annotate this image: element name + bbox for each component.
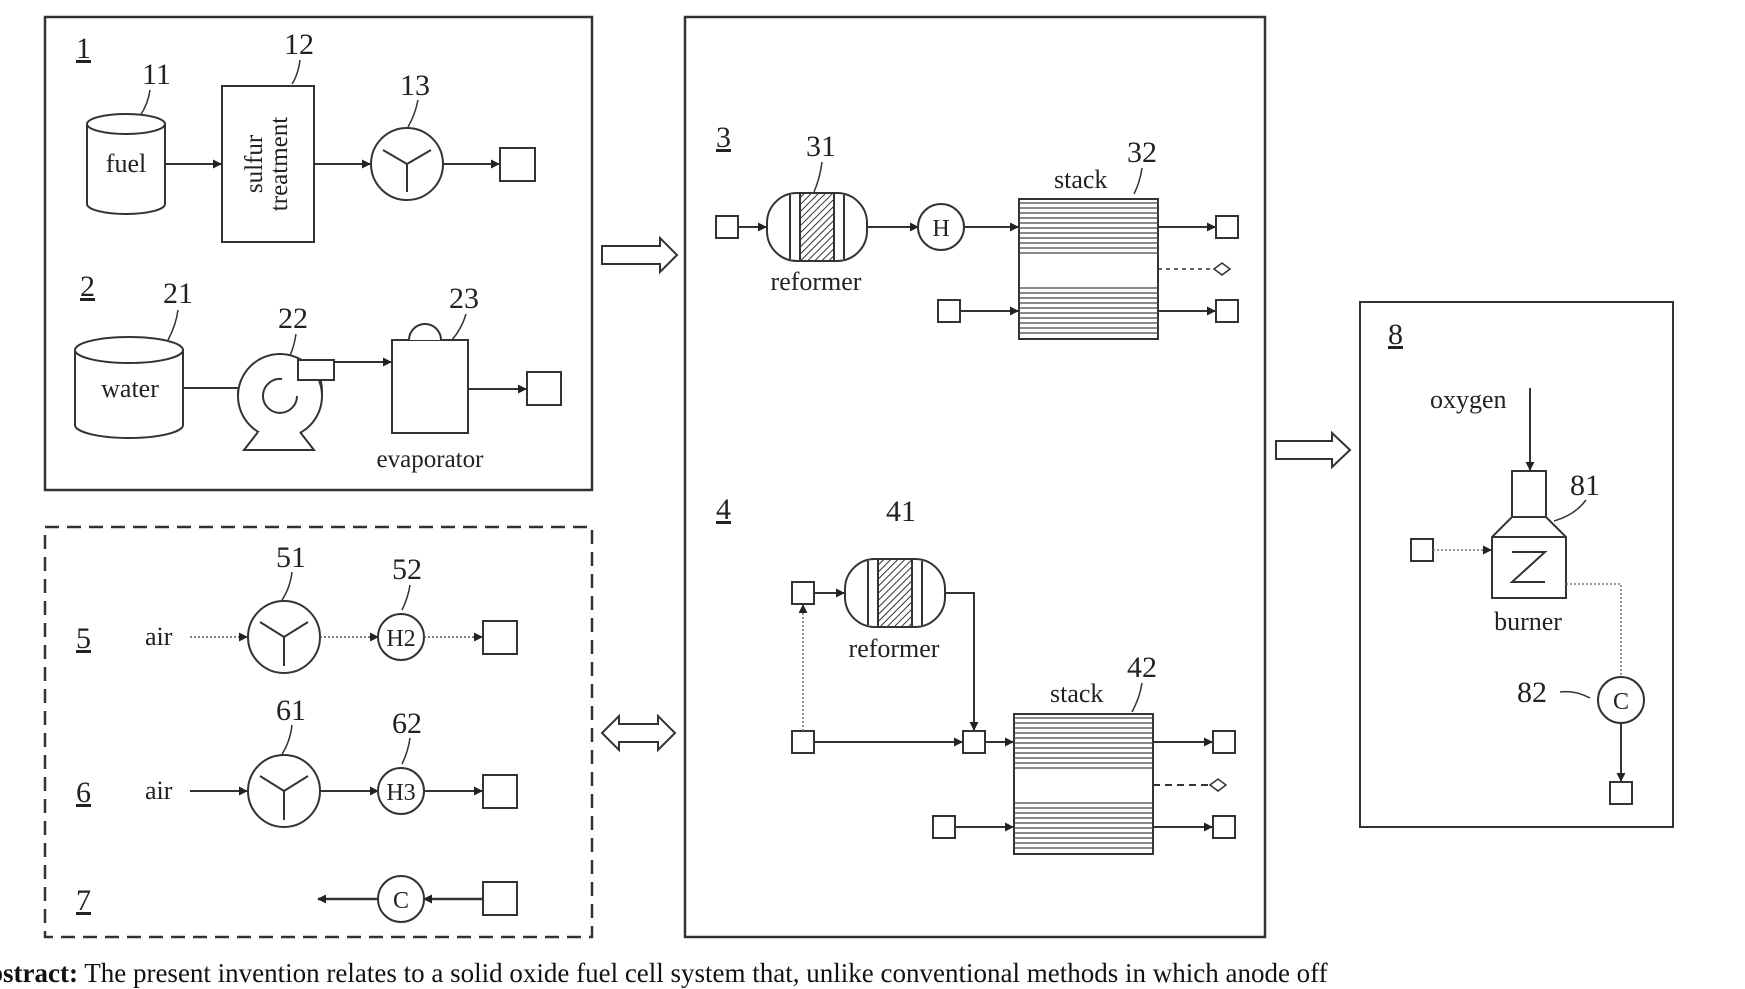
outlet-port-8 [1610, 782, 1632, 804]
ref-42: 42 [1127, 651, 1157, 684]
ref-52: 52 [392, 553, 422, 586]
outlet-port-3a [1216, 216, 1238, 238]
inlet-port-8 [1411, 539, 1433, 561]
panel-number-3: 3 [716, 121, 731, 154]
ref-51: 51 [276, 541, 306, 574]
ref-62: 62 [392, 707, 422, 740]
ref-13-leader [408, 100, 418, 127]
ref-82-leader [1560, 692, 1590, 698]
air-label-6: air [145, 776, 173, 805]
outlet-port-4a [1213, 731, 1235, 753]
ref-23-leader [452, 314, 466, 340]
panel-number-6: 6 [76, 776, 91, 809]
hollow-arrow-right-1 [602, 238, 677, 272]
stack-3-label: stack [1054, 165, 1107, 194]
air-label-5: air [145, 622, 173, 651]
inlet-port-4b [933, 816, 955, 838]
abstract-body: The present invention relates to a solid… [78, 958, 1328, 988]
outlet-port-6 [483, 775, 517, 808]
hollow-arrow-right-2 [1276, 433, 1350, 467]
heater-h-label: H [932, 216, 949, 242]
panel-number-4: 4 [716, 493, 731, 526]
water-pump-22 [238, 354, 334, 450]
stack-32 [1019, 199, 1158, 339]
ref-32: 32 [1127, 136, 1157, 169]
evaporator-label: evaporator [377, 446, 485, 473]
ref-82: 82 [1517, 676, 1547, 709]
panel-number-8: 8 [1388, 318, 1403, 351]
svg-text:treatment: treatment [266, 117, 293, 211]
panel-number-5: 5 [76, 622, 91, 655]
inlet-port-3 [716, 216, 738, 238]
ref-31: 31 [806, 130, 836, 163]
inlet-port-3b [938, 300, 960, 322]
panel-number-1: 1 [76, 32, 91, 65]
ref-12-leader [292, 60, 300, 84]
ref-61-leader [282, 725, 292, 754]
ref-32-leader [1134, 168, 1142, 194]
heater-h2-label: H2 [386, 626, 415, 652]
ref-81-leader [1554, 500, 1586, 521]
fuel-blower-13 [371, 128, 443, 200]
ref-12: 12 [284, 28, 314, 61]
diamond-3 [1214, 263, 1230, 275]
inlet-port-7 [483, 882, 517, 915]
stack-4-label: stack [1050, 679, 1103, 708]
reformer-3-label: reformer [771, 267, 862, 296]
line-8b [1566, 584, 1621, 677]
heater-h3-label: H3 [386, 780, 415, 806]
reformer-41 [845, 559, 945, 627]
evaporator-23 [392, 324, 468, 433]
abstract-text: bstract: The present invention relates t… [0, 958, 1745, 989]
ref-81: 81 [1570, 469, 1600, 502]
air-blower-61 [248, 755, 320, 827]
port-4-lower [792, 731, 814, 753]
line-4b [945, 593, 974, 730]
ref-61: 61 [276, 694, 306, 727]
ref-21: 21 [163, 277, 193, 310]
ref-41: 41 [886, 495, 916, 528]
port-4-upper [792, 582, 814, 604]
outlet-port-3b [1216, 300, 1238, 322]
ref-11-leader [140, 90, 150, 116]
fuel-label: fuel [106, 149, 146, 178]
cooler-c-82-label: C [1613, 689, 1629, 715]
hollow-arrow-double [602, 716, 675, 750]
ref-22: 22 [278, 302, 308, 335]
abstract-heading: bstract: [0, 958, 78, 988]
mixer-port-4 [963, 731, 985, 753]
burner-81 [1492, 471, 1566, 598]
ref-31-leader [814, 162, 822, 192]
svg-text:sulfur: sulfur [241, 134, 268, 193]
panel-number-2: 2 [80, 270, 95, 303]
reformer-31 [767, 193, 867, 261]
oxygen-label: oxygen [1430, 385, 1507, 414]
outlet-port-5 [483, 621, 517, 654]
ref-23: 23 [449, 282, 479, 315]
ref-21-leader [168, 310, 178, 340]
cooler-c-7-label: C [393, 888, 409, 914]
panel-3-4-border [685, 17, 1265, 937]
ref-42-leader [1132, 683, 1142, 712]
ref-62-leader [402, 738, 410, 764]
diamond-4 [1210, 779, 1226, 791]
water-label: water [101, 374, 159, 403]
ref-11: 11 [142, 58, 171, 91]
ref-52-leader [402, 585, 410, 610]
ref-51-leader [282, 572, 292, 600]
panel-number-7: 7 [76, 884, 91, 917]
outlet-port-fuel [500, 148, 535, 181]
ref-13: 13 [400, 69, 430, 102]
reformer-4-label: reformer [849, 634, 940, 663]
outlet-port-4b [1213, 816, 1235, 838]
stack-42 [1014, 714, 1153, 854]
panel-5-6-7-border [45, 527, 592, 937]
air-blower-51 [248, 601, 320, 673]
burner-label: burner [1494, 607, 1562, 636]
outlet-port-steam [527, 372, 561, 405]
